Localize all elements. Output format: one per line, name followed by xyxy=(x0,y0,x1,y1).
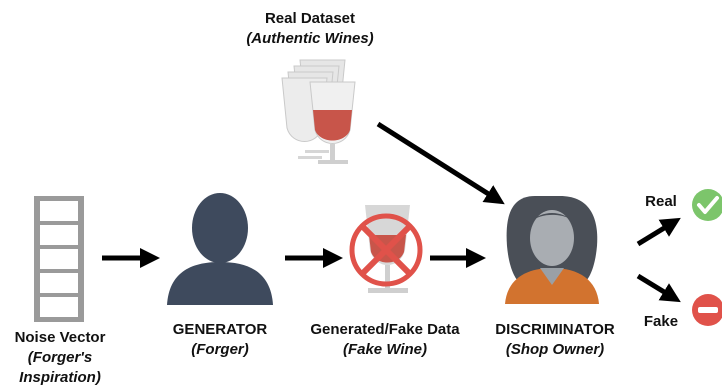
generator-label: GENERATOR (Forger) xyxy=(150,320,290,360)
noise-vector-subtitle-2: Inspiration) xyxy=(19,369,101,386)
fake-data-label: Generated/Fake Data (Fake Wine) xyxy=(290,320,480,360)
film-strip-icon xyxy=(34,196,84,322)
arrow-to-fake xyxy=(636,273,681,303)
minus-circle-icon xyxy=(692,294,722,326)
noise-vector-title: Noise Vector xyxy=(14,329,106,346)
real-dataset-title: Real Dataset xyxy=(264,10,356,27)
noise-vector-label: Noise Vector (Forger's Inspiration) xyxy=(0,328,120,388)
real-dataset-label: Real Dataset (Authentic Wines) xyxy=(220,9,400,49)
discriminator-subtitle: (Shop Owner) xyxy=(505,341,605,358)
real-dataset-subtitle: (Authentic Wines) xyxy=(246,30,374,47)
arrow-real-to-discriminator xyxy=(376,121,505,205)
generator-subtitle: (Forger) xyxy=(191,341,249,358)
fake-data-title: Generated/Fake Data xyxy=(310,321,460,338)
fake-output-label: Fake xyxy=(643,313,679,330)
person-silhouette-icon xyxy=(167,193,273,305)
generator-title: GENERATOR xyxy=(172,321,268,338)
woman-avatar-icon xyxy=(505,196,599,304)
no-entry-cross-icon xyxy=(349,213,423,287)
check-circle-icon xyxy=(692,189,722,221)
discriminator-label: DISCRIMINATOR (Shop Owner) xyxy=(480,320,630,360)
arrow-to-real xyxy=(636,217,681,247)
noise-vector-subtitle-1: (Forger's xyxy=(27,349,93,366)
wine-glass-stack-icon xyxy=(281,59,356,164)
discriminator-title: DISCRIMINATOR xyxy=(495,321,615,338)
real-output-label: Real xyxy=(645,193,677,210)
fake-data-subtitle: (Fake Wine) xyxy=(342,341,428,358)
